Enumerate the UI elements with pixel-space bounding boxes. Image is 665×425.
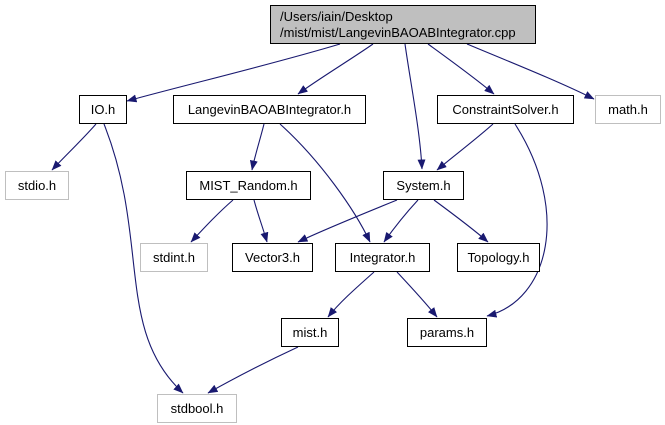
node-stdio-h-box: [5, 171, 69, 200]
node-vector3-h-label-0: Vector3.h: [245, 250, 300, 265]
edge-root-to-constraint-h: [427, 43, 495, 95]
edge-system-h-to-integrator-h: [383, 199, 419, 243]
node-stdbool-h: stdbool.h: [157, 394, 237, 423]
node-stdio-h: stdio.h: [5, 171, 69, 200]
node-root[interactable]: /Users/iain/Desktop/mist/mist/LangevinBA…: [270, 5, 536, 44]
node-stdint-h-box: [140, 243, 208, 272]
edge-integrator-h-to-mist-h: [327, 271, 375, 318]
node-io-h[interactable]: IO.h: [79, 95, 127, 124]
node-io-h-box: [79, 95, 127, 124]
node-mist-h-box: [281, 318, 339, 347]
edge-io-h-to-stdbool-h: [103, 123, 184, 394]
edge-mist-random-h-to-vector3-h: [253, 199, 269, 243]
edge-integrator-h-to-params-h: [396, 271, 438, 318]
node-stdbool-h-box: [157, 394, 237, 423]
edge-io-h-to-stdio-h: [51, 123, 97, 171]
node-root-label-1: /mist/mist/LangevinBAOABIntegrator.cpp: [280, 25, 516, 40]
node-params-h[interactable]: params.h: [407, 318, 487, 347]
node-stdint-h: stdint.h: [140, 243, 208, 272]
edge-root-to-math-h: [466, 43, 595, 100]
node-system-h-box: [383, 171, 464, 200]
node-langevin-h[interactable]: LangevinBAOABIntegrator.h: [173, 95, 366, 124]
edge-system-h-to-topology-h: [433, 199, 489, 243]
edge-constraint-h-to-params-h: [486, 123, 548, 318]
node-io-h-label-0: IO.h: [91, 102, 116, 117]
edge-root-to-system-h: [404, 43, 426, 170]
edges-layer: [51, 43, 595, 394]
node-integrator-h-label-0: Integrator.h: [350, 250, 416, 265]
node-math-h-label-0: math.h: [608, 102, 648, 117]
node-params-h-box: [407, 318, 487, 347]
edge-root-to-io-h: [126, 43, 341, 103]
node-math-h: math.h: [595, 95, 661, 124]
node-mist-random-h-box: [186, 171, 311, 200]
node-mist-random-h[interactable]: MIST_Random.h: [186, 171, 311, 200]
nodes-layer: /Users/iain/Desktop/mist/mist/LangevinBA…: [5, 5, 661, 423]
node-integrator-h-box: [335, 243, 430, 272]
node-system-h[interactable]: System.h: [383, 171, 464, 200]
node-mist-h-label-0: mist.h: [293, 325, 328, 340]
node-stdio-h-label-0: stdio.h: [18, 178, 56, 193]
node-root-label-0: /Users/iain/Desktop: [280, 9, 393, 24]
node-root-box: [270, 5, 536, 44]
node-constraint-h-label-0: ConstraintSolver.h: [452, 102, 558, 117]
node-vector3-h[interactable]: Vector3.h: [232, 243, 313, 272]
node-topology-h[interactable]: Topology.h: [457, 243, 540, 272]
node-langevin-h-box: [173, 95, 366, 124]
node-integrator-h[interactable]: Integrator.h: [335, 243, 430, 272]
node-mist-h[interactable]: mist.h: [281, 318, 339, 347]
node-langevin-h-label-0: LangevinBAOABIntegrator.h: [188, 102, 351, 117]
node-math-h-box: [595, 95, 661, 124]
edge-langevin-h-to-mist-random-h: [249, 123, 265, 171]
edge-mist-h-to-stdbool-h: [207, 346, 299, 394]
node-system-h-label-0: System.h: [396, 178, 450, 193]
node-params-h-label-0: params.h: [420, 325, 474, 340]
edge-langevin-h-to-integrator-h: [279, 123, 371, 243]
edge-mist-random-h-to-stdint-h: [190, 199, 234, 243]
node-constraint-h[interactable]: ConstraintSolver.h: [437, 95, 574, 124]
edge-constraint-h-to-system-h: [436, 123, 494, 171]
edge-root-to-langevin-h: [297, 43, 374, 95]
edge-system-h-to-vector3-h: [297, 199, 398, 243]
node-stdint-h-label-0: stdint.h: [153, 250, 195, 265]
node-mist-random-h-label-0: MIST_Random.h: [199, 178, 297, 193]
node-vector3-h-box: [232, 243, 313, 272]
node-topology-h-label-0: Topology.h: [468, 250, 530, 265]
node-stdbool-h-label-0: stdbool.h: [171, 401, 224, 416]
node-constraint-h-box: [437, 95, 574, 124]
node-topology-h-box: [457, 243, 540, 272]
